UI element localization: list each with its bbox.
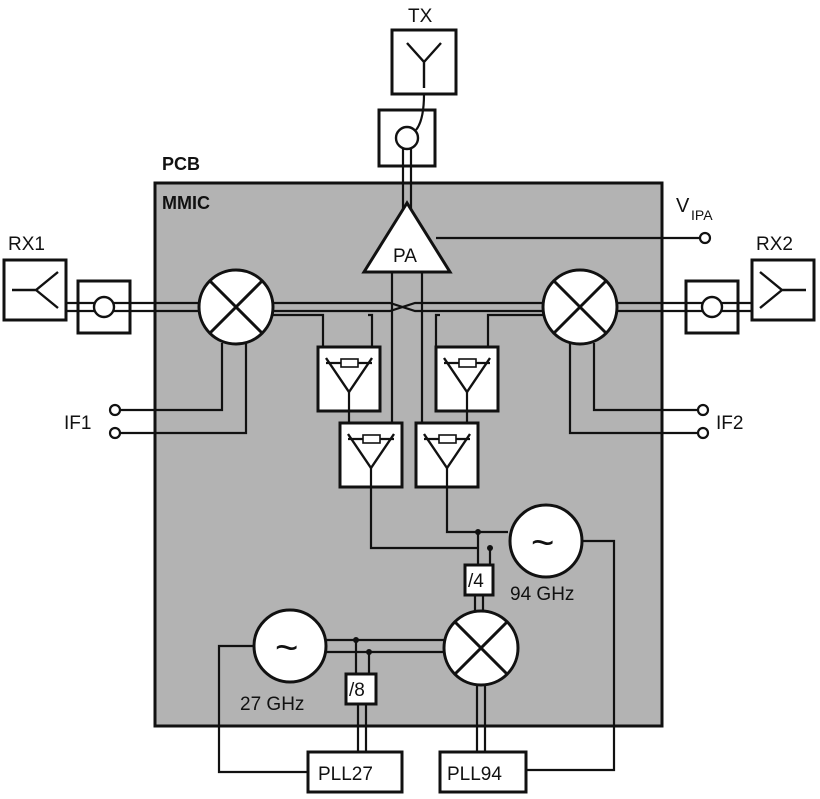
vipa-port[interactable] [698,231,712,245]
rx2-antenna-icon [750,258,816,322]
vipa-subscript: IPA [691,207,713,223]
rx1-antenna-icon [2,258,68,322]
vipa-label: V [676,195,690,217]
oscillator-27ghz-icon: ~ [217,608,444,774]
pll27-block: PLL27 [306,750,404,794]
svg-text:PLL27: PLL27 [318,764,373,785]
coupler-wires [273,272,543,550]
rx2-transition-icon [616,279,752,335]
osc-94-label: 94 GHz [510,584,574,605]
rx2-label: RX2 [756,234,793,255]
if2-label: IF2 [716,413,743,434]
if1-label: IF1 [64,413,91,434]
pll94-block: PLL94 [438,750,528,794]
lo-crossing-lines [273,301,543,313]
rx1-label: RX1 [8,234,45,255]
divider-8-box: /8 [344,672,378,752]
svg-text:~: ~ [531,521,554,565]
mmic-label: MMIC [162,193,210,213]
oscillator-94ghz-icon: ~ [475,503,616,772]
rx1-transition-icon [66,279,200,335]
if1-port-b[interactable] [108,426,122,440]
mixer-94ghz-icon [442,609,520,752]
tx-label: TX [408,6,433,27]
divider-4-box: /4 [463,563,495,615]
mixer-rx1-icon [197,268,275,346]
if2-port-a[interactable] [696,403,710,417]
mixer-rx2-icon [541,268,619,346]
pa-label: PA [393,246,417,267]
svg-text:~: ~ [275,626,298,670]
if1-port-a[interactable] [108,403,122,417]
svg-text:/4: /4 [468,571,484,592]
pcb-label: PCB [162,154,200,174]
svg-text:PLL94: PLL94 [447,764,502,785]
if-wires [120,343,698,435]
osc-27-label: 27 GHz [240,694,304,715]
pa-amplifier-icon: PA [361,192,700,274]
if2-port-b[interactable] [696,426,710,440]
tx-transition-icon [377,93,437,192]
svg-text:/8: /8 [349,680,365,701]
tx-antenna-icon [390,28,458,96]
